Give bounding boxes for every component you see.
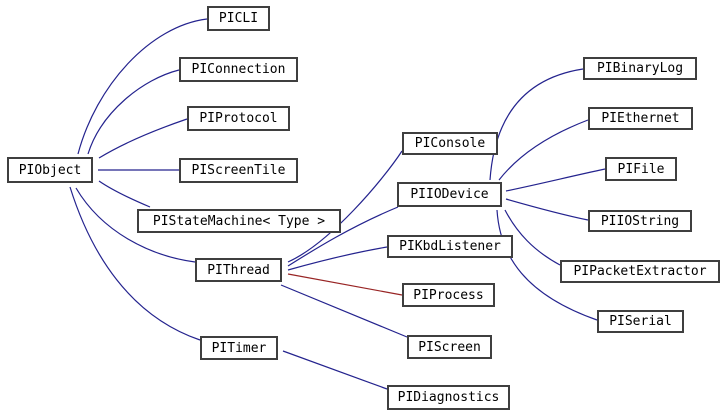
- node-PIBinaryLog[interactable]: PIBinaryLog: [583, 57, 697, 80]
- node-PITimer[interactable]: PITimer: [200, 336, 278, 360]
- node-PIStateMachine[interactable]: PIStateMachine< Type >: [137, 209, 341, 233]
- edge-PIBinaryLog-to-PIIODevice: [489, 68, 584, 181]
- edge-PICLI-to-PIObject: [77, 18, 208, 155]
- node-PIEthernet[interactable]: PIEthernet: [588, 107, 693, 130]
- node-PIScreen[interactable]: PIScreen: [407, 335, 492, 359]
- edge-PIProcess-to-PIThread: [287, 273, 403, 296]
- node-PIObject[interactable]: PIObject: [7, 157, 93, 183]
- node-label: PIScreen: [418, 339, 481, 355]
- node-label: PISerial: [609, 314, 672, 329]
- node-label: PIScreenTile: [191, 163, 286, 178]
- node-PIConsole[interactable]: PIConsole: [402, 132, 498, 155]
- edge-PIEthernet-to-PIIODevice: [498, 119, 589, 181]
- node-label: PITimer: [211, 340, 267, 356]
- node-PICLI[interactable]: PICLI: [207, 6, 270, 31]
- node-label: PIThread: [207, 262, 270, 278]
- edge-PIKbdListener-to-PIThread: [287, 246, 388, 271]
- node-label: PIFile: [617, 161, 665, 177]
- edge-PIConnection-to-PIObject: [87, 69, 180, 155]
- node-label: PIStateMachine< Type >: [152, 213, 326, 229]
- edge-PISerial-to-PIIODevice: [496, 209, 598, 321]
- node-label: PIProcess: [413, 287, 484, 303]
- node-label: PIEthernet: [601, 111, 680, 126]
- node-label: PIKbdListener: [399, 239, 501, 254]
- edge-PIDiagnostics-to-PITimer: [282, 350, 388, 390]
- node-label: PIProtocol: [199, 111, 278, 126]
- node-PIKbdListener[interactable]: PIKbdListener: [387, 235, 513, 258]
- edge-PITimer-to-PIObject: [69, 186, 201, 341]
- edge-PIIOString-to-PIIODevice: [505, 198, 589, 221]
- edge-PIThread-to-PIObject: [75, 187, 196, 263]
- node-PIProtocol[interactable]: PIProtocol: [187, 106, 290, 131]
- node-PIScreenTile[interactable]: PIScreenTile: [179, 158, 298, 183]
- node-PIConnection[interactable]: PIConnection: [179, 57, 298, 82]
- node-label: PIIODevice: [410, 187, 489, 202]
- node-PIDiagnostics[interactable]: PIDiagnostics: [387, 385, 510, 410]
- node-label: PIConsole: [414, 136, 486, 151]
- node-PIIODevice[interactable]: PIIODevice: [397, 182, 502, 207]
- edge-PIProtocol-to-PIObject: [98, 118, 188, 159]
- node-label: PIDiagnostics: [397, 390, 500, 405]
- node-PIThread[interactable]: PIThread: [195, 258, 282, 282]
- edge-PIConsole-to-PIThread: [287, 150, 403, 263]
- node-PISerial[interactable]: PISerial: [597, 310, 684, 333]
- edge-PIFile-to-PIIODevice: [505, 168, 606, 192]
- node-label: PIPacketExtractor: [573, 264, 707, 279]
- node-label: PIBinaryLog: [596, 61, 684, 76]
- node-label: PIIOString: [600, 213, 680, 229]
- node-label: PIObject: [18, 162, 82, 178]
- node-PIPacketExtractor[interactable]: PIPacketExtractor: [560, 260, 720, 283]
- node-label: PIConnection: [191, 62, 286, 77]
- node-label: PICLI: [218, 11, 259, 26]
- node-PIFile[interactable]: PIFile: [605, 157, 677, 181]
- node-PIProcess[interactable]: PIProcess: [402, 283, 495, 307]
- edge-PIPacketExtractor-to-PIIODevice: [504, 209, 561, 266]
- edge-PIStateMachine-to-PIObject: [98, 180, 151, 208]
- edge-PIIODevice-to-PIThread: [287, 206, 399, 267]
- edge-PIScreen-to-PIThread: [280, 284, 408, 338]
- node-PIIOString[interactable]: PIIOString: [588, 210, 692, 232]
